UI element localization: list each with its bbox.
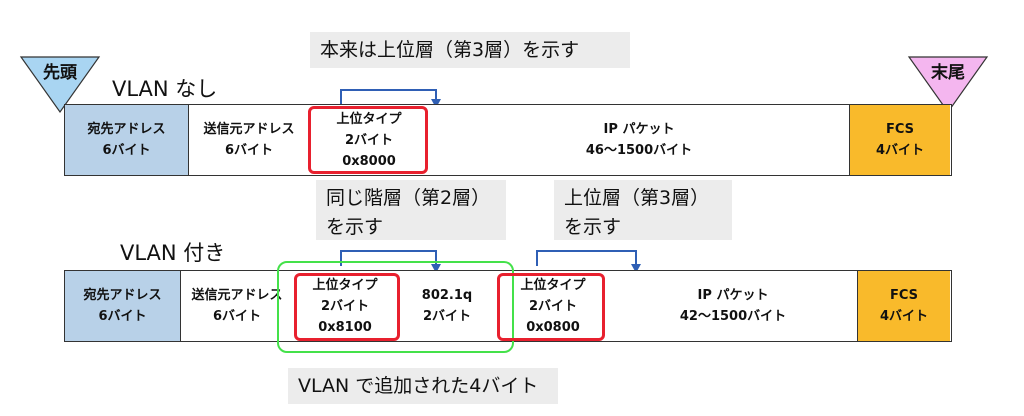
arrow-top-head-icon: [431, 99, 441, 108]
no-vlan-upper-type: 上位タイプ 2バイト 0x8000: [309, 105, 429, 175]
field-label: 上位タイプ: [520, 277, 586, 293]
field-size: 6バイト: [224, 143, 274, 158]
no-vlan-src-address: 送信元アドレス 6バイト: [189, 105, 309, 175]
field-label: 上位タイプ: [336, 111, 402, 127]
highlight-upper-type-ip: [497, 273, 605, 341]
arrow-top: [340, 89, 441, 108]
field-size: 6バイト: [212, 309, 262, 324]
with-vlan-8021q: 802.1q 2バイト: [397, 271, 497, 341]
field-value: 0x8100: [318, 319, 372, 335]
callout-bottom: VLAN で追加された4バイト: [288, 368, 558, 404]
field-label: 802.1q: [421, 288, 473, 303]
field-size: 6バイト: [102, 143, 151, 158]
head-triangle-icon: [19, 56, 101, 114]
callout-upper-layer-line-2: を示す: [564, 216, 622, 238]
arrow-same-layer-head-icon: [431, 264, 441, 273]
callout-upper-layer: 上位層（第3層） を示す: [554, 180, 732, 240]
field-label: 上位タイプ: [312, 277, 378, 293]
arrow-same-layer: [340, 250, 441, 273]
field-label: 送信元アドレス: [203, 122, 295, 137]
field-value: 0x8000: [342, 153, 396, 169]
with-vlan-fcs: FCS 4バイト: [857, 271, 950, 341]
frame-no-vlan: 宛先アドレス 6バイト 送信元アドレス 6バイト 上位タイプ 2バイト 0x80…: [64, 104, 952, 176]
field-label: 宛先アドレス: [87, 122, 166, 137]
field-size: 46〜1500バイト: [585, 143, 693, 158]
field-size: 4バイト: [875, 143, 925, 158]
head-label: 先頭: [43, 63, 77, 83]
with-vlan-upper-type-ip: 上位タイプ 2バイト 0x0800: [497, 271, 609, 341]
head-marker: [19, 56, 101, 114]
with-vlan-src-address: 送信元アドレス 6バイト: [181, 271, 293, 341]
highlight-vlan-added-4bytes: [277, 261, 514, 353]
highlight-upper-type-vlan: [294, 273, 400, 341]
arrow-upper-layer-head-icon: [631, 264, 641, 273]
no-vlan-title: VLAN なし: [112, 77, 218, 101]
callout-same-layer-line-2: を示す: [326, 216, 384, 238]
with-vlan-ip-packet: IP パケット 42〜1500バイト: [609, 271, 857, 341]
with-vlan-title: VLAN 付き: [120, 241, 226, 265]
with-vlan-dest-address: 宛先アドレス 6バイト: [65, 271, 181, 341]
field-size: 2バイト: [320, 298, 370, 314]
field-label: IP パケット: [603, 122, 675, 137]
highlight-upper-type-no-vlan: [308, 106, 428, 174]
field-size: 42〜1500バイト: [679, 309, 787, 324]
field-label: IP パケット: [697, 288, 769, 303]
frame-with-vlan: 宛先アドレス 6バイト 送信元アドレス 6バイト 上位タイプ 2バイト 0x81…: [64, 270, 952, 342]
no-vlan-fcs: FCS 4バイト: [849, 105, 950, 175]
field-label: 宛先アドレス: [83, 288, 162, 303]
callout-upper-layer-line-1: 上位層（第3層）: [564, 187, 710, 209]
callout-same-layer-line-1: 同じ階層（第2層）: [326, 187, 491, 209]
field-label: FCS: [889, 288, 919, 303]
field-size: 6バイト: [98, 309, 147, 324]
no-vlan-dest-address: 宛先アドレス 6バイト: [65, 105, 189, 175]
field-size: 2バイト: [422, 309, 472, 324]
field-label: 送信元アドレス: [191, 288, 283, 303]
with-vlan-upper-type-vlan: 上位タイプ 2バイト 0x8100: [293, 271, 397, 341]
callout-same-layer: 同じ階層（第2層） を示す: [316, 180, 506, 240]
tail-label: 末尾: [931, 63, 965, 83]
no-vlan-ip-packet: IP パケット 46〜1500バイト: [429, 105, 849, 175]
field-label: FCS: [885, 122, 915, 137]
arrow-top-line: [340, 89, 437, 104]
field-size: 2バイト: [344, 132, 394, 148]
callout-top: 本来は上位層（第3層）を示す: [310, 32, 630, 68]
arrow-same-layer-line: [340, 250, 437, 266]
field-value: 0x0800: [526, 319, 580, 335]
field-size: 2バイト: [528, 298, 578, 314]
tail-triangle-icon: [907, 56, 989, 114]
arrow-upper-layer: [536, 250, 641, 273]
field-size: 4バイト: [879, 309, 929, 324]
arrow-upper-layer-line: [536, 250, 637, 266]
tail-marker: [907, 56, 989, 114]
